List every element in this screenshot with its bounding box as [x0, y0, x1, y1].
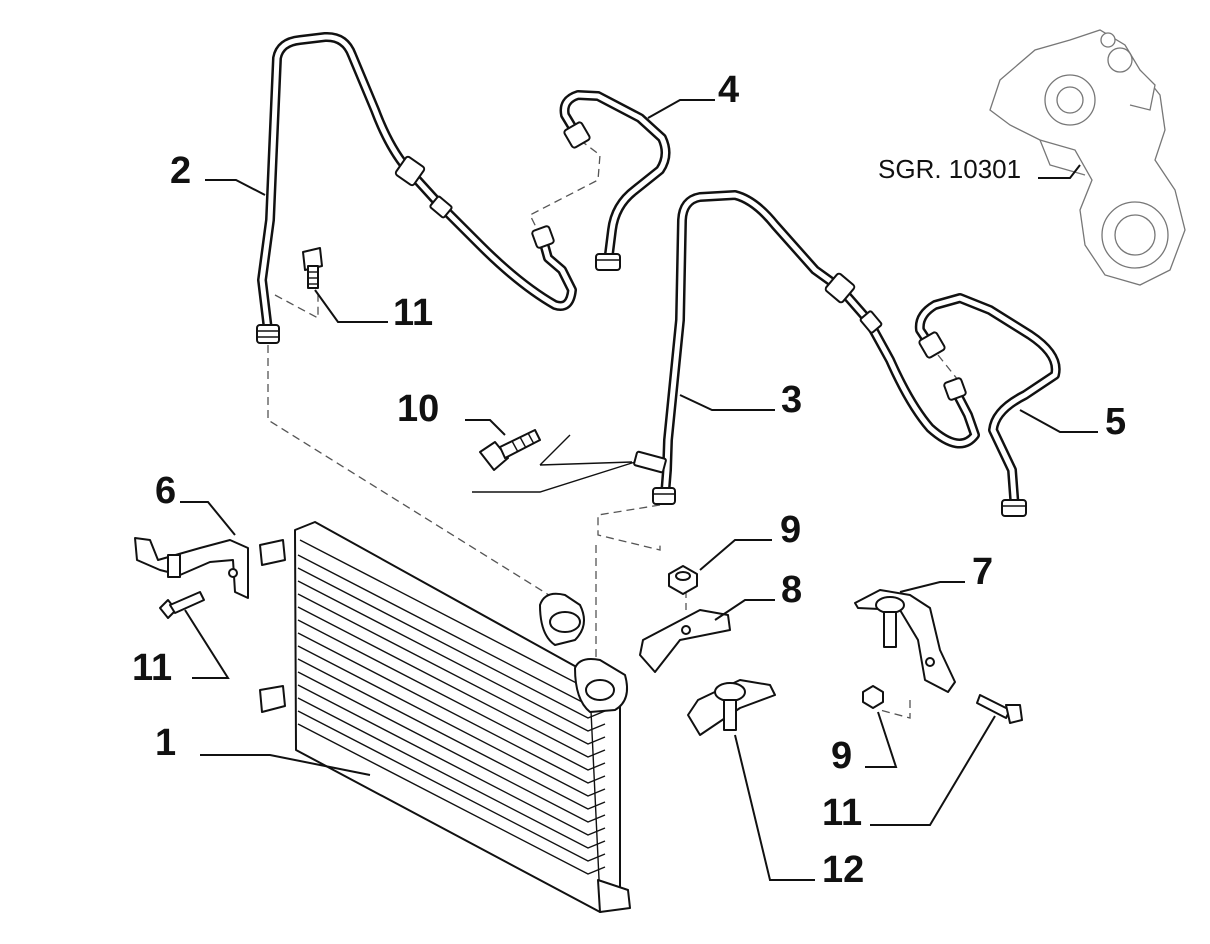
oil-cooler-radiator: [259, 521, 631, 913]
reference-leader-line: [1038, 164, 1081, 179]
radiator-fin: [297, 723, 606, 875]
nut-9-top: [668, 565, 698, 595]
callout-1: 1: [155, 722, 176, 764]
radiator-fin: [297, 671, 606, 823]
radiator-fin: [297, 606, 606, 758]
reference-label: SGR. 10301: [878, 154, 1021, 184]
callout-11-top: 11: [393, 292, 433, 334]
bracket-12: [687, 679, 776, 736]
oil-pipe-2: [256, 31, 577, 344]
bracket-7: [854, 589, 956, 693]
oil-pipe-4: [559, 90, 671, 271]
radiator-fin: [297, 580, 606, 732]
radiator-fin: [297, 619, 606, 771]
bolt-10: [472, 429, 636, 493]
bolt-11-left: [159, 591, 205, 619]
radiator-fin: [297, 645, 606, 797]
callout-11-left: 11: [132, 647, 172, 689]
callout-2: 2: [170, 150, 191, 192]
callout-7: 7: [972, 551, 993, 593]
callout-9-bottom: 9: [831, 735, 852, 777]
callout-5: 5: [1105, 401, 1126, 443]
bolt-11-right: [976, 694, 1023, 724]
radiator-fin: [297, 697, 606, 849]
callout-8: 8: [781, 569, 802, 611]
callout-4: 4: [718, 69, 739, 111]
radiator-fins: [297, 554, 606, 875]
nut-9-bottom: [862, 685, 884, 709]
radiator-fin: [297, 593, 606, 745]
callout-6: 6: [155, 470, 176, 512]
radiator-fin: [297, 684, 606, 836]
reference-engine-thumbnail: [989, 29, 1186, 286]
callout-9-top: 9: [780, 509, 801, 551]
callout-10: 10: [397, 388, 439, 430]
radiator-fin: [297, 658, 606, 810]
callout-numbers: 1 2 3 4 5 6 7 8 9 9 10 11 11 11 12: [132, 69, 1126, 891]
oil-pipe-3: [633, 190, 980, 505]
radiator-fin: [297, 710, 606, 862]
bracket-6: [134, 537, 249, 599]
bolt-11-top: [302, 247, 323, 289]
callout-3: 3: [781, 379, 802, 421]
callout-leader-lines: [180, 99, 1098, 881]
bracket-8: [639, 609, 731, 673]
callout-12: 12: [822, 849, 864, 891]
callout-11-right: 11: [822, 792, 862, 834]
radiator-fin: [297, 632, 606, 784]
oil-pipe-5: [914, 293, 1061, 517]
radiator-fin: [297, 567, 606, 719]
